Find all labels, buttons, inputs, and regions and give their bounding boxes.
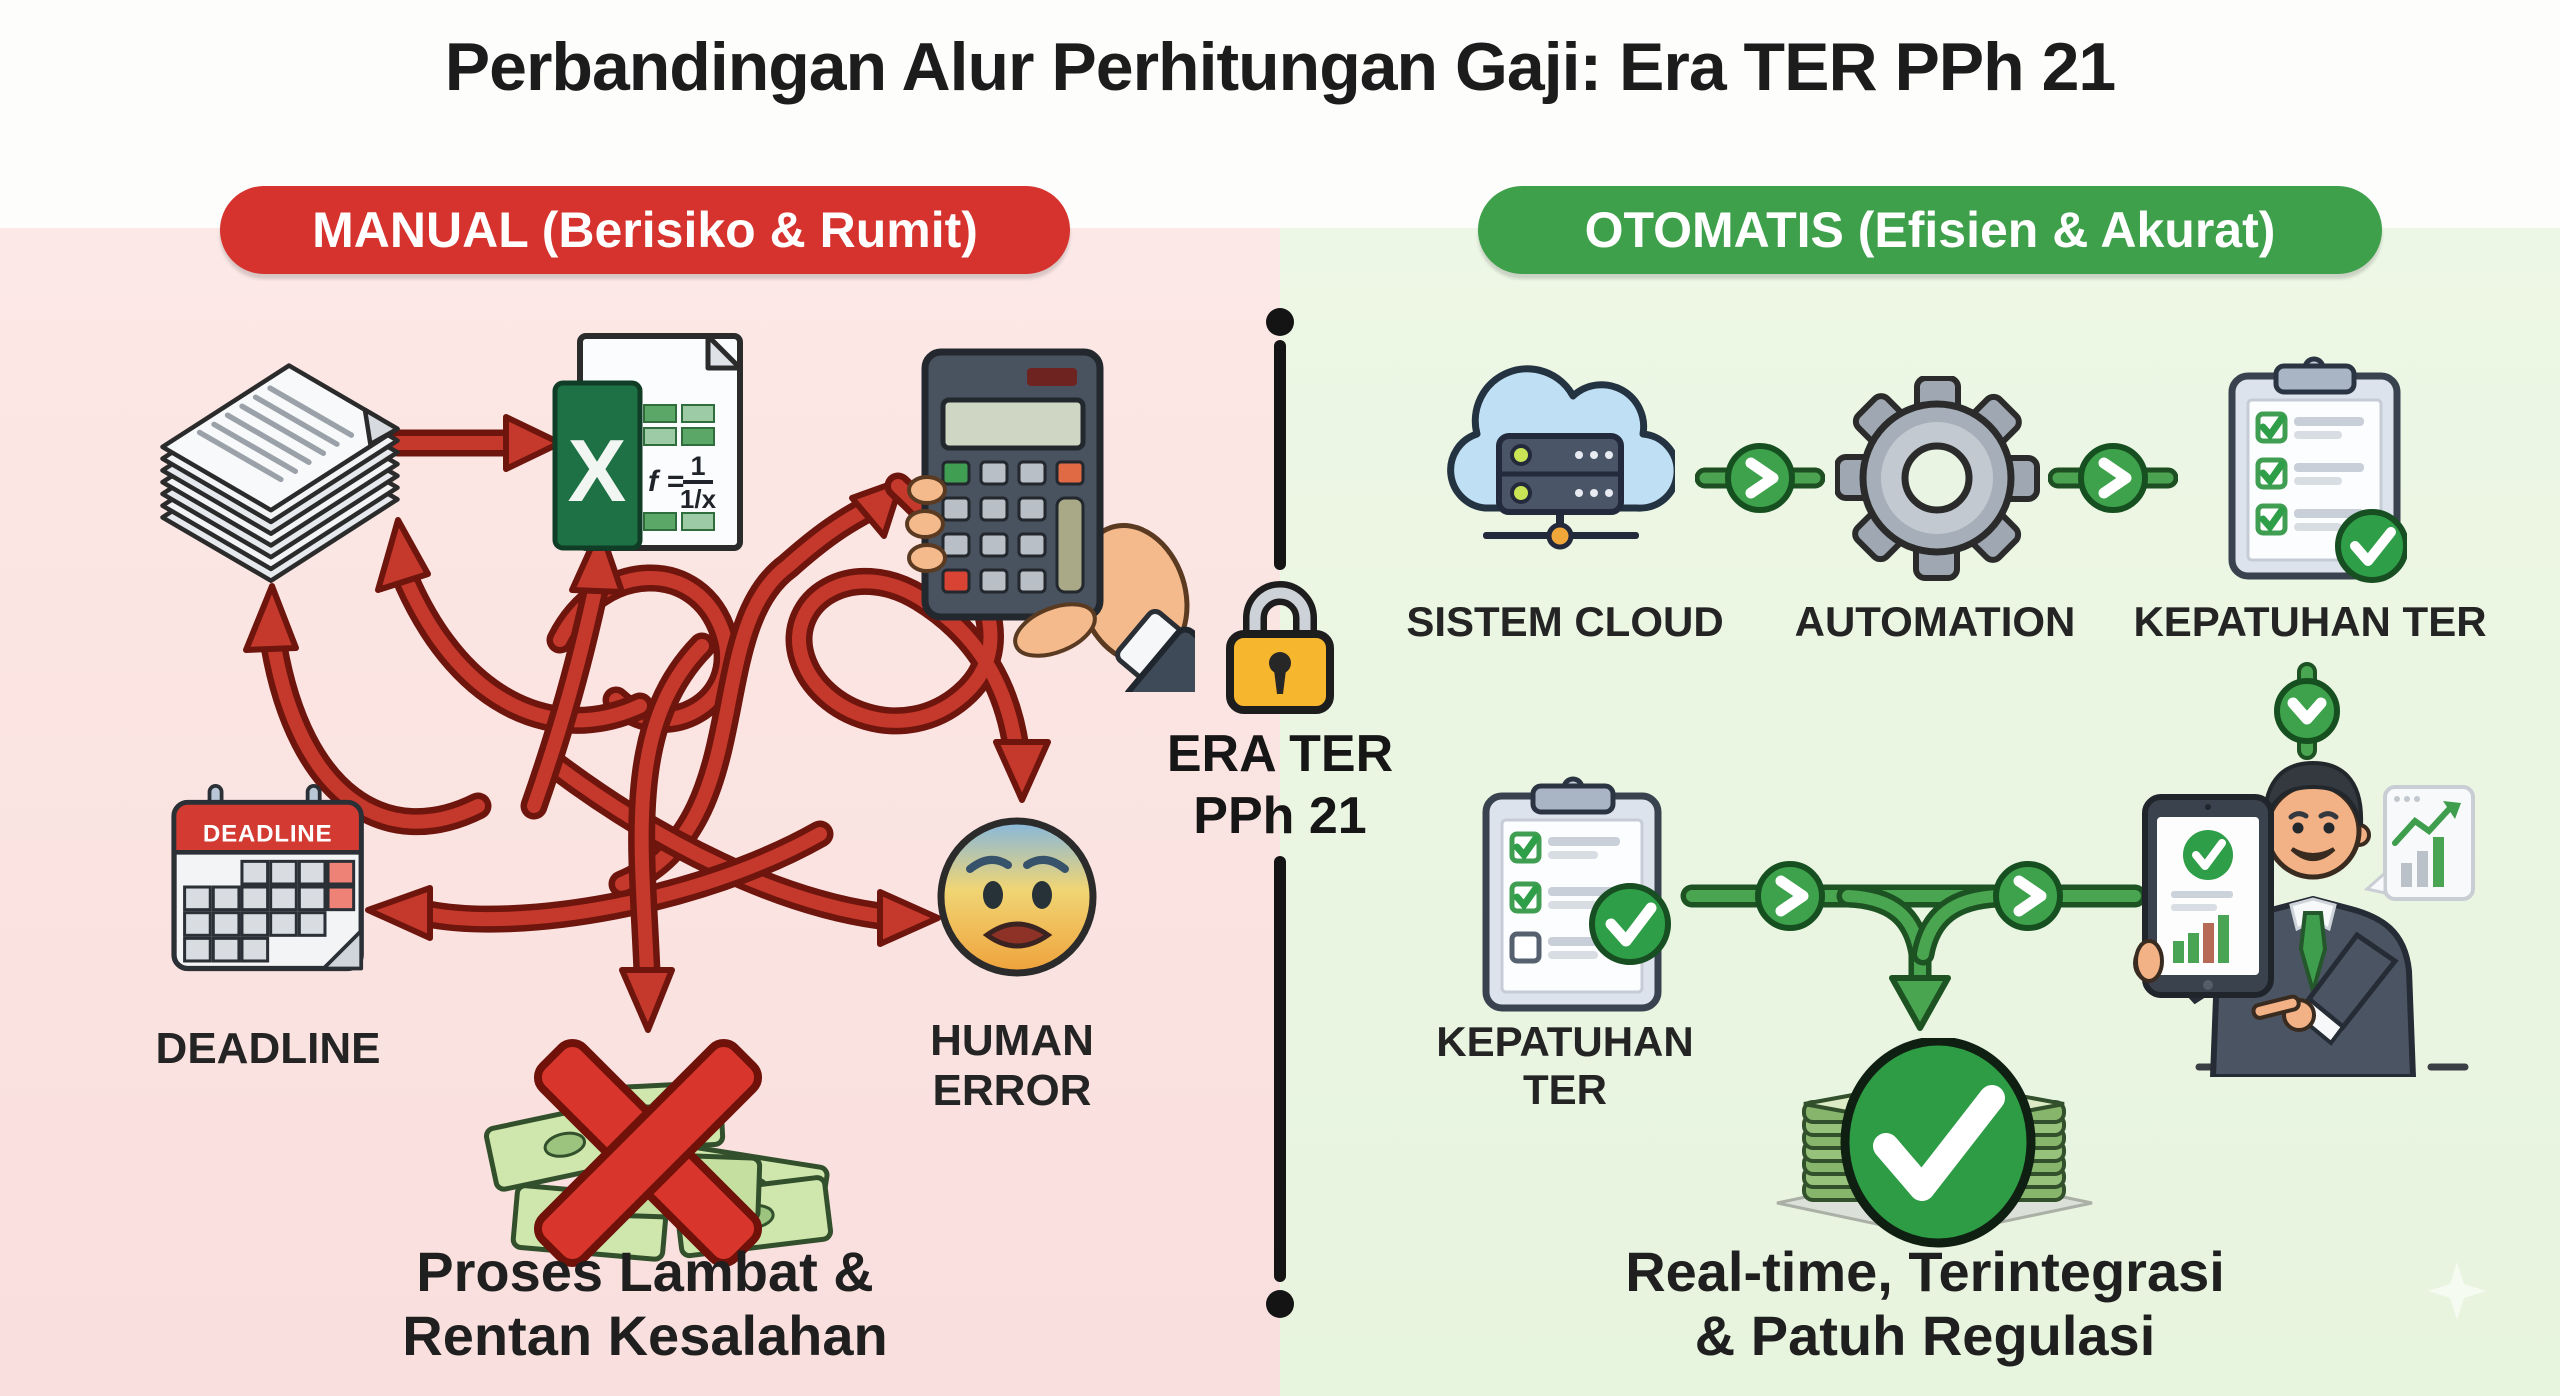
human-error-label-line2: ERROR — [932, 1066, 1092, 1115]
deadline-label: DEADLINE — [155, 1024, 381, 1073]
automation-label: AUTOMATION — [1794, 598, 2076, 645]
divider-bottom-dot — [1266, 1290, 1294, 1318]
excel-formula-denominator: 1/x — [680, 484, 717, 514]
clipboard-checklist-icon — [2228, 356, 2407, 583]
businessman-head — [2255, 760, 2371, 880]
deadline-calendar-icon: DEADLINE — [171, 784, 364, 972]
chevron-right-connector-icon — [2048, 443, 2178, 513]
businessman-tablet-icon — [2133, 760, 2485, 1077]
kepatuhan-ter-bottom-label: KEPATUHAN TER — [1415, 1018, 1715, 1114]
era-ter-caption-line2: PPh 21 — [1193, 787, 1367, 845]
cloud-server-icon — [1447, 365, 1675, 550]
manual-banner: MANUAL (Berisiko & Rumit) — [220, 186, 1070, 274]
otomatis-conclusion-line1: Real-time, Terintegrasi — [1625, 1240, 2225, 1303]
chevron-down-connector-icon — [2274, 662, 2340, 760]
checkmark-badge-icon — [1589, 883, 1671, 965]
human-error-emoji-icon — [937, 817, 1097, 977]
excel-icon: f = 1 1/x X — [552, 333, 743, 551]
gear-icon — [1835, 376, 2040, 581]
money-approved-icon — [1776, 1038, 2093, 1248]
page-title: Perbandingan Alur Perhitungan Gaji: Era … — [444, 29, 2116, 105]
manual-banner-label: MANUAL (Berisiko & Rumit) — [312, 202, 978, 258]
calculator-hand-icon — [905, 348, 1195, 692]
excel-formula-numerator: 1 — [690, 451, 705, 481]
growth-chart-icon — [2363, 785, 2475, 901]
money-crossed-icon — [483, 1038, 834, 1268]
papers-stack-icon — [160, 363, 400, 583]
tangled-arrows-icon — [243, 414, 1051, 1033]
kepatuhan-ter-bottom-line1: KEPATUHAN — [1436, 1018, 1694, 1065]
clipboard-check-icon — [1482, 776, 1671, 1012]
era-ter-caption-line1: ERA TER — [1166, 725, 1394, 783]
sistem-cloud-label: SISTEM CLOUD — [1406, 598, 1724, 645]
excel-letter: X — [568, 421, 627, 520]
flow-branch-graphic — [1680, 861, 2147, 1031]
human-error-label-line1: HUMAN — [930, 1016, 1094, 1065]
excel-formula-prefix: f = — [648, 465, 684, 498]
manual-conclusion: Proses Lambat & Rentan Kesalahan — [240, 1240, 1050, 1368]
checkmark-badge-icon — [2335, 509, 2407, 583]
red-x-icon — [533, 1038, 763, 1268]
kepatuhan-ter-label: KEPATUHAN TER — [2133, 598, 2487, 645]
otomatis-banner: OTOMATIS (Efisien & Akurat) — [1478, 186, 2382, 274]
kepatuhan-ter-bottom-line2: TER — [1523, 1066, 1607, 1113]
human-error-label: HUMAN ERROR — [892, 1016, 1132, 1116]
divider-bottom-line — [1274, 856, 1286, 1282]
chevron-right-connector-icon — [1695, 443, 1825, 513]
manual-conclusion-line1: Proses Lambat & — [416, 1240, 874, 1303]
manual-conclusion-line2: Rentan Kesalahan — [402, 1304, 888, 1367]
divider-top-line — [1274, 340, 1286, 570]
otomatis-conclusion-line2: & Patuh Regulasi — [1694, 1304, 2156, 1367]
lock-icon — [1226, 581, 1334, 714]
deadline-calendar-header: DEADLINE — [203, 821, 332, 848]
otomatis-banner-label: OTOMATIS (Efisien & Akurat) — [1584, 202, 2276, 258]
divider-top-dot — [1266, 308, 1294, 336]
otomatis-conclusion: Real-time, Terintegrasi & Patuh Regulasi — [1525, 1240, 2325, 1368]
tablet-check-icon — [2142, 794, 2274, 998]
